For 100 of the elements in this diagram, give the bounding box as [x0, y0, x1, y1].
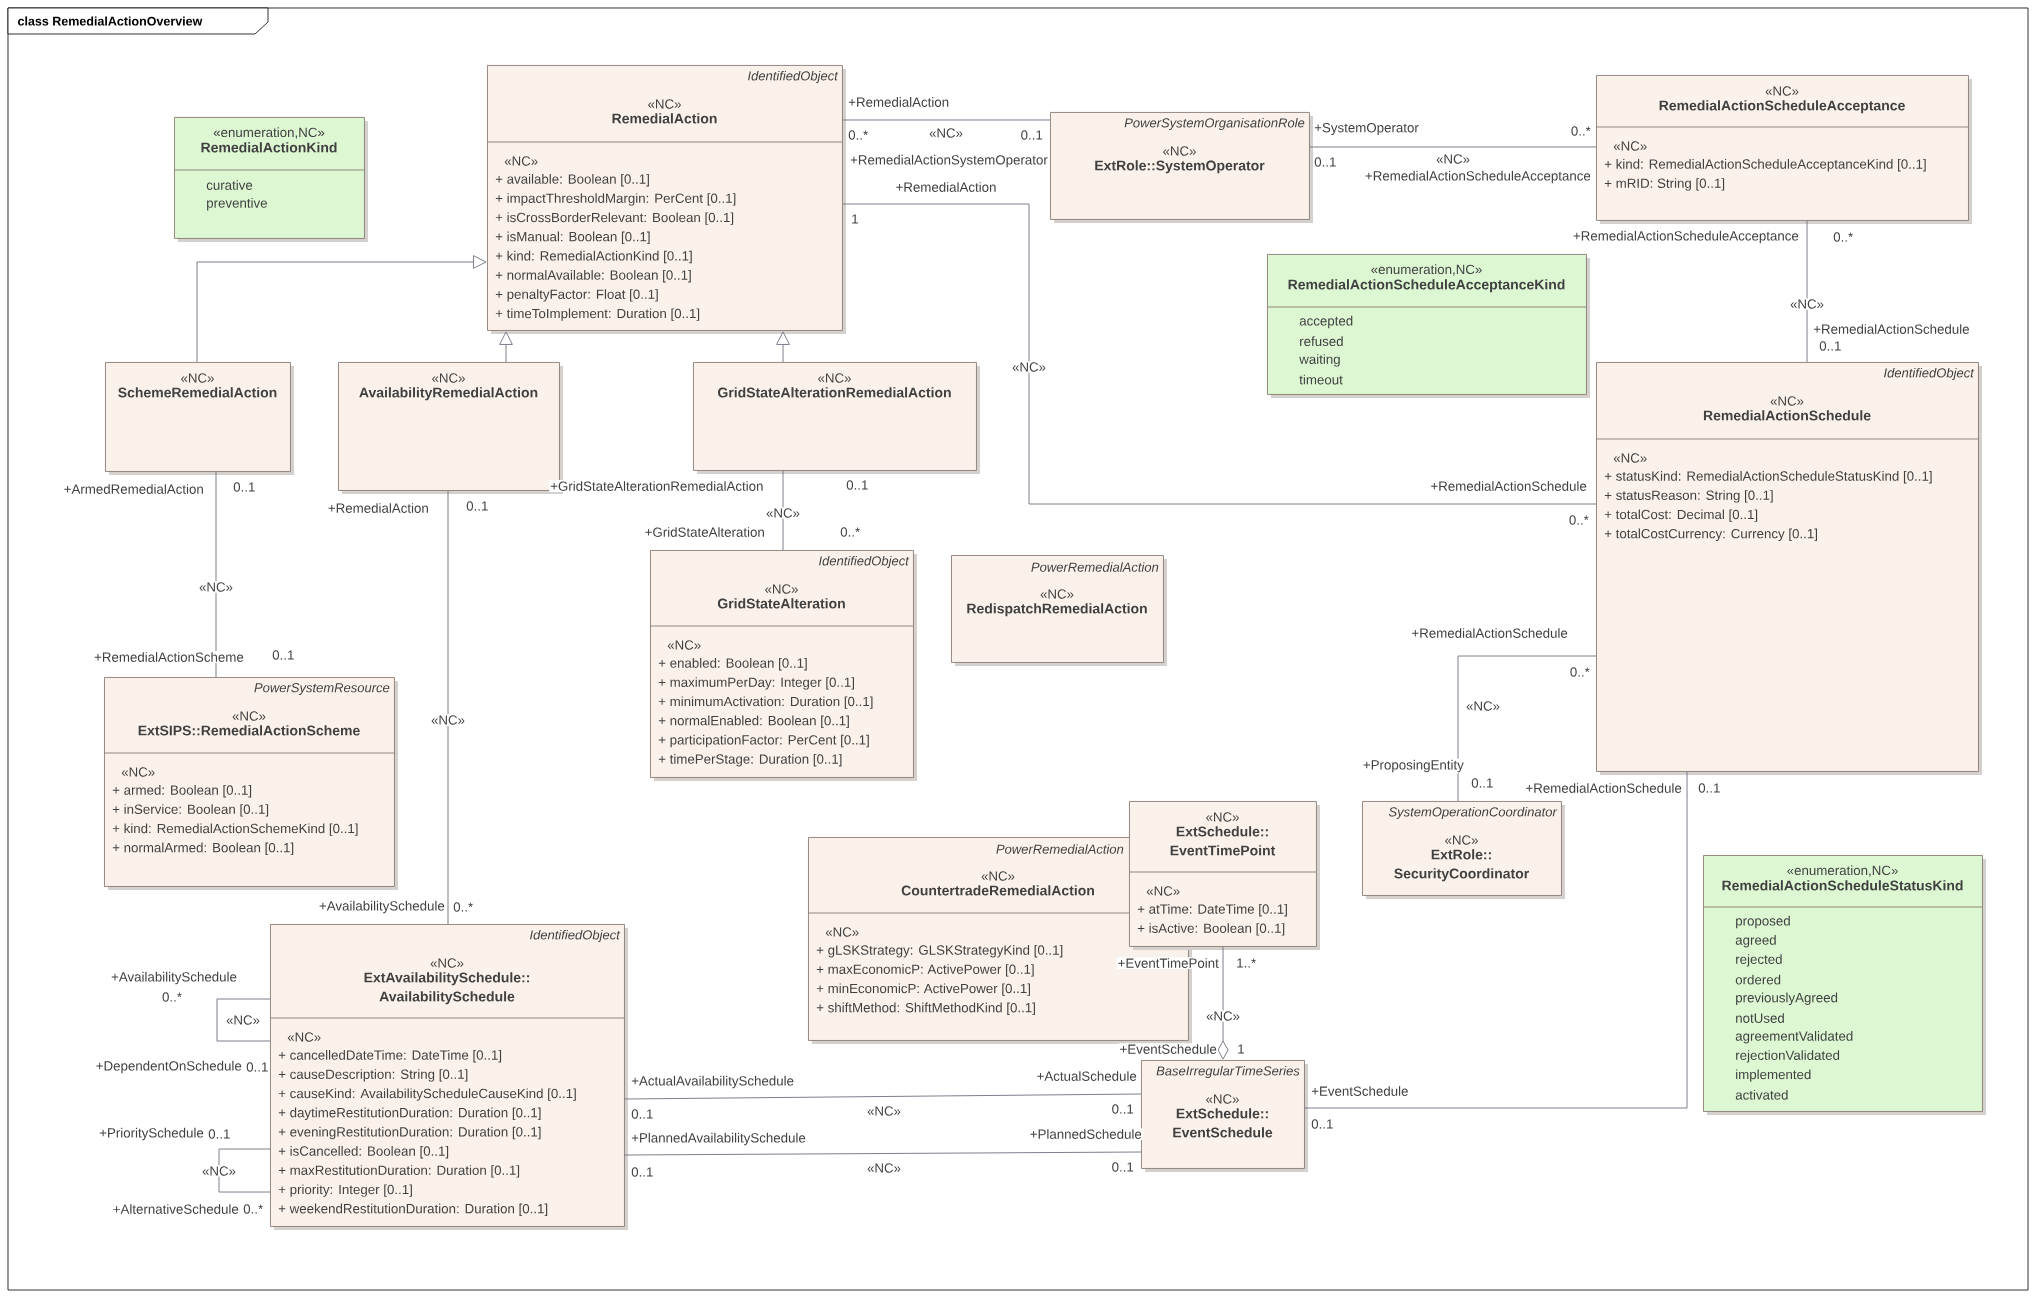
multiplicity: 0..* — [161, 991, 183, 1003]
role-name: +DependentOnSchedule — [94, 1059, 243, 1075]
aggregation-line — [1217, 946, 1229, 1060]
multiplicity: 1 — [850, 213, 860, 225]
role-name: +RemedialActionSchedule — [1429, 480, 1588, 492]
attribute: + shiftMethod: ShiftMethodKind [0..1] — [816, 1002, 1035, 1015]
attribute: + penaltyFactor: Float [0..1] — [495, 289, 658, 302]
class-name: GridStateAlterationRemedialAction — [718, 387, 951, 398]
edge-label: «NC» — [1435, 153, 1471, 165]
attribute: + minimumActivation: Duration [0..1] — [658, 696, 873, 709]
attribute: + minEconomicP: ActivePower [0..1] — [816, 983, 1030, 996]
multiplicity: 0..1 — [271, 649, 296, 661]
attribute: + impactThresholdMargin: PerCent [0..1] — [495, 193, 736, 206]
edge-label: «NC» — [866, 1162, 902, 1174]
enum-literal: timeout — [1299, 374, 1343, 385]
enum-literal: preventive — [207, 198, 267, 211]
attribute: + causeDescription: String [0..1] — [278, 1069, 468, 1082]
superclass-name: SystemOperationCoordinator — [1388, 806, 1558, 820]
association-line — [842, 119, 1051, 121]
class-box — [269, 924, 628, 1230]
superclass-name: PowerSystemOrganisationRole — [1124, 117, 1305, 131]
multiplicity: 0..1 — [1470, 777, 1495, 789]
stereotype: «NC» — [818, 373, 851, 383]
association-line — [218, 1148, 271, 1193]
class-box — [1141, 1060, 1308, 1172]
edge-label: «NC» — [765, 507, 801, 519]
multiplicity: 0..* — [1567, 514, 1590, 526]
superclass-name: PowerRemedialAction — [996, 844, 1124, 854]
enumeration-box — [1702, 855, 1987, 1115]
class-box — [693, 362, 980, 474]
attribute: + isCancelled: Boolean [0..1] — [278, 1146, 449, 1159]
attribute: + isManual: Boolean [0..1] — [495, 231, 650, 244]
multiplicity: 0..1 — [207, 1128, 232, 1140]
stereotype: «enumeration,NC» — [1371, 264, 1482, 276]
role-name: +RemedialActionScheduleAcceptance — [1571, 229, 1800, 245]
association-line — [624, 1151, 1142, 1156]
multiplicity: 0..* — [1568, 666, 1591, 678]
role-name: +PlannedSchedule — [1028, 1128, 1143, 1140]
class-name: ExtSchedule:: EventSchedule — [1173, 1108, 1273, 1138]
association-line — [215, 471, 217, 678]
role-name: +RemedialActionSchedule — [1524, 782, 1683, 794]
association-line — [842, 203, 1597, 505]
class-name: ExtRole::SystemOperator — [1095, 160, 1265, 174]
class-name: SchemeRemedialAction — [118, 387, 277, 398]
stereotype: «NC» — [667, 640, 701, 650]
role-name: +RemedialActionScheme — [93, 651, 245, 663]
class-box — [951, 555, 1167, 666]
attribute: + normalArmed: Boolean [0..1] — [112, 842, 294, 855]
edge-label: «NC» — [866, 1105, 902, 1117]
attribute: + participationFactor: PerCent [0..1] — [658, 734, 869, 748]
attribute: + maxRestitutionDuration: Duration [0..1] — [278, 1165, 520, 1178]
stereotype: «NC» — [1445, 835, 1478, 845]
stereotype: «NC» — [981, 871, 1015, 881]
class-name: CountertradeRemedialAction — [901, 885, 1094, 896]
attribute: + normalEnabled: Boolean [0..1] — [658, 715, 849, 728]
edge-label: «NC» — [198, 581, 234, 593]
stereotype: «NC» — [1040, 589, 1074, 599]
class-box — [103, 677, 398, 890]
superclass-name: BaseIrregularTimeSeries — [1156, 1065, 1300, 1079]
enumeration-box — [1266, 254, 1590, 398]
enum-literal: accepted — [1299, 315, 1353, 329]
multiplicity: 0..1 — [1110, 1103, 1135, 1115]
edge-label: «NC» — [1011, 361, 1047, 373]
class-name: RemedialAction — [612, 113, 717, 124]
class-name: RedispatchRemedialAction — [967, 603, 1147, 617]
attribute: + gLSKStrategy: GLSKStrategyKind [0..1] — [816, 945, 1063, 958]
class-box — [649, 550, 917, 781]
association-line — [1309, 146, 1597, 148]
class-box — [1128, 801, 1320, 950]
stereotype: «NC» — [765, 584, 798, 594]
class-name: RemedialActionScheduleAcceptance — [1659, 100, 1905, 114]
stereotype: «NC» — [121, 767, 155, 777]
role-name: +GridStateAlterationRemedialAction — [549, 480, 765, 492]
role-name: +RemedialActionSchedule — [1812, 323, 1971, 335]
enum-literal: agreed — [1735, 935, 1776, 948]
role-name: +RemedialActionSchedule — [1410, 627, 1569, 639]
attribute: + timePerStage: Duration [0..1] — [658, 754, 842, 767]
class-box — [486, 65, 846, 334]
stereotype: «NC» — [1206, 812, 1239, 822]
stereotype: «NC» — [504, 156, 538, 166]
enum-literal: implemented — [1736, 1069, 1811, 1082]
superclass-name: PowerRemedialAction — [1031, 562, 1159, 572]
class-box — [1595, 362, 1983, 775]
enum-literal: ordered — [1735, 974, 1781, 985]
attribute: + kind: RemedialActionSchemeKind [0..1] — [112, 823, 358, 836]
attribute: + kind: RemedialActionScheduleAcceptanceKind [0..1] — [1604, 159, 1926, 172]
multiplicity: 0..1 — [630, 1166, 655, 1178]
multiplicity: 0..* — [242, 1203, 265, 1215]
role-name: +RemedialActionSystemOperator — [849, 153, 1049, 169]
stereotype: «enumeration,NC» — [213, 127, 325, 139]
class-name: ExtRole:: SecurityCoordinator — [1394, 849, 1529, 882]
attribute: + enabled: Boolean [0..1] — [658, 658, 807, 671]
multiplicity: 0..1 — [1697, 782, 1722, 794]
association-line — [1457, 655, 1597, 802]
attribute: + mRID: String [0..1] — [1604, 178, 1725, 191]
association-line — [1806, 220, 1808, 363]
association-line — [447, 490, 449, 925]
attribute: + causeKind: AvailabilityScheduleCauseKind [0..1] — [278, 1088, 576, 1101]
superclass-name: IdentifiedObject — [748, 70, 839, 84]
edge-label: «NC» — [928, 127, 964, 139]
